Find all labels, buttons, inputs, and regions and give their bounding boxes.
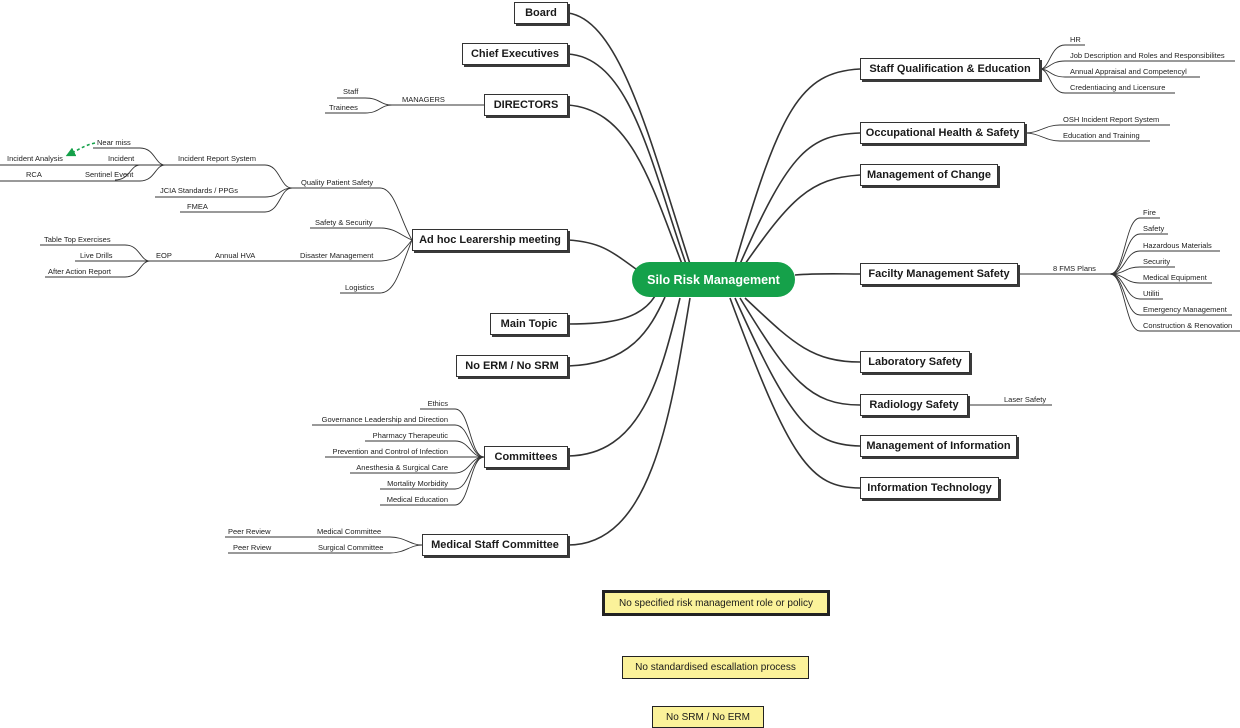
topic-no-erm-srm[interactable]: No ERM / No SRM [456,355,568,377]
label-disaster-management[interactable]: Disaster Management [300,251,374,260]
topic-laboratory-safety[interactable]: Laboratory Safety [860,351,970,373]
dashed-arrow [65,142,96,157]
staff-qual-item[interactable]: Annual Appraisal and Competencyl [1070,67,1187,76]
main-branches [567,12,861,546]
fms-item[interactable]: Safety [1143,224,1165,233]
topic-directors[interactable]: DIRECTORS [484,94,568,116]
label-logistics[interactable]: Logistics [345,283,375,292]
fms-item[interactable]: Fire [1143,208,1156,217]
label-annual-hva[interactable]: Annual HVA [215,251,256,260]
label-staff[interactable]: Staff [343,87,359,96]
label-eop[interactable]: EOP [156,251,172,260]
topic-facility-management[interactable]: Facilty Management Safety [860,263,1018,285]
committee-item[interactable]: Mortality Morbidity [387,479,448,488]
label-fms-plans[interactable]: 8 FMS Plans [1053,264,1096,273]
label-near-miss[interactable]: Near miss [97,138,131,147]
label-peer-rview[interactable]: Peer Rview [233,543,272,552]
topic-occupational-health[interactable]: Occupational Health & Safety [860,122,1025,144]
topic-committees[interactable]: Committees [484,446,568,468]
label-surgical-committee[interactable]: Surgical Committee [318,543,384,552]
label-managers[interactable]: MANAGERS [402,95,445,104]
label-table-top-exercises[interactable]: Table Top Exercises [44,235,111,244]
committee-item[interactable]: Medical Education [386,495,448,504]
topic-management-of-change[interactable]: Management of Change [860,164,998,186]
fms-item[interactable]: Emergency Management [1143,305,1227,314]
staff-qual-item[interactable]: Credentiacing and Licensure [1070,83,1166,92]
topic-board[interactable]: Board [514,2,568,24]
note-no-risk-role[interactable]: No specified risk management role or pol… [602,590,830,616]
topic-radiology-safety[interactable]: Radiology Safety [860,394,968,416]
central-topic[interactable]: Silo Risk Management [632,262,795,297]
label-incident[interactable]: Incident [108,154,135,163]
staff-qual-item[interactable]: Job Description and Roles and Responsibi… [1070,51,1225,60]
label-medical-committee[interactable]: Medical Committee [317,527,382,536]
label-incident-report-system[interactable]: Incident Report System [178,154,256,163]
label-after-action-report[interactable]: After Action Report [48,267,111,276]
note-no-srm-erm[interactable]: No SRM / No ERM [652,706,764,728]
fms-item[interactable]: Hazardous Materials [1143,241,1212,250]
label-jcia-standards[interactable]: JCIA Standards / PPGs [160,186,238,195]
fms-item[interactable]: Utiliti [1143,289,1160,298]
committee-item[interactable]: Pharmacy Therapeutic [372,431,448,440]
label-rca[interactable]: RCA [26,170,42,179]
note-no-escalation[interactable]: No standardised escallation process [622,656,809,679]
staff-qual-item[interactable]: HR [1070,35,1081,44]
committee-item[interactable]: Ethics [427,399,448,408]
label-fmea[interactable]: FMEA [187,202,208,211]
committee-item[interactable]: Prevention and Control of Infection [332,447,449,456]
topic-adhoc-meeting[interactable]: Ad hoc Learership meeting [412,229,568,251]
occ-health-item[interactable]: OSH Incident Report System [1063,115,1160,124]
label-live-drills[interactable]: Live Drills [80,251,113,260]
topic-chief-executives[interactable]: Chief Executives [462,43,568,65]
committee-item[interactable]: Governance Leadership and Direction [321,415,448,424]
label-safety-security[interactable]: Safety & Security [315,218,373,227]
label-incident-analysis[interactable]: Incident Analysis [7,154,63,163]
occ-health-item[interactable]: Education and Training [1063,131,1140,140]
label-trainees[interactable]: Trainees [329,103,358,112]
fms-item[interactable]: Construction & Renovation [1143,321,1233,330]
fms-item[interactable]: Security [1143,257,1171,266]
label-quality-patient-safety[interactable]: Quality Patient Safety [301,178,374,187]
fms-item[interactable]: Medical Equipment [1143,273,1207,282]
committee-item[interactable]: Anesthesia & Surgical Care [356,463,448,472]
sub-branches [0,44,1240,554]
label-laser-safety[interactable]: Laser Safety [1004,395,1047,404]
topic-information-technology[interactable]: Information Technology [860,477,999,499]
label-peer-review[interactable]: Peer Review [228,527,271,536]
topic-staff-qualification[interactable]: Staff Qualification & Education [860,58,1040,80]
topic-main-topic[interactable]: Main Topic [490,313,568,335]
label-sentinel-event[interactable]: Sentinel Event [85,170,134,179]
topic-medical-staff-committee[interactable]: Medical Staff Committee [422,534,568,556]
topic-management-of-information[interactable]: Management of Information [860,435,1017,457]
